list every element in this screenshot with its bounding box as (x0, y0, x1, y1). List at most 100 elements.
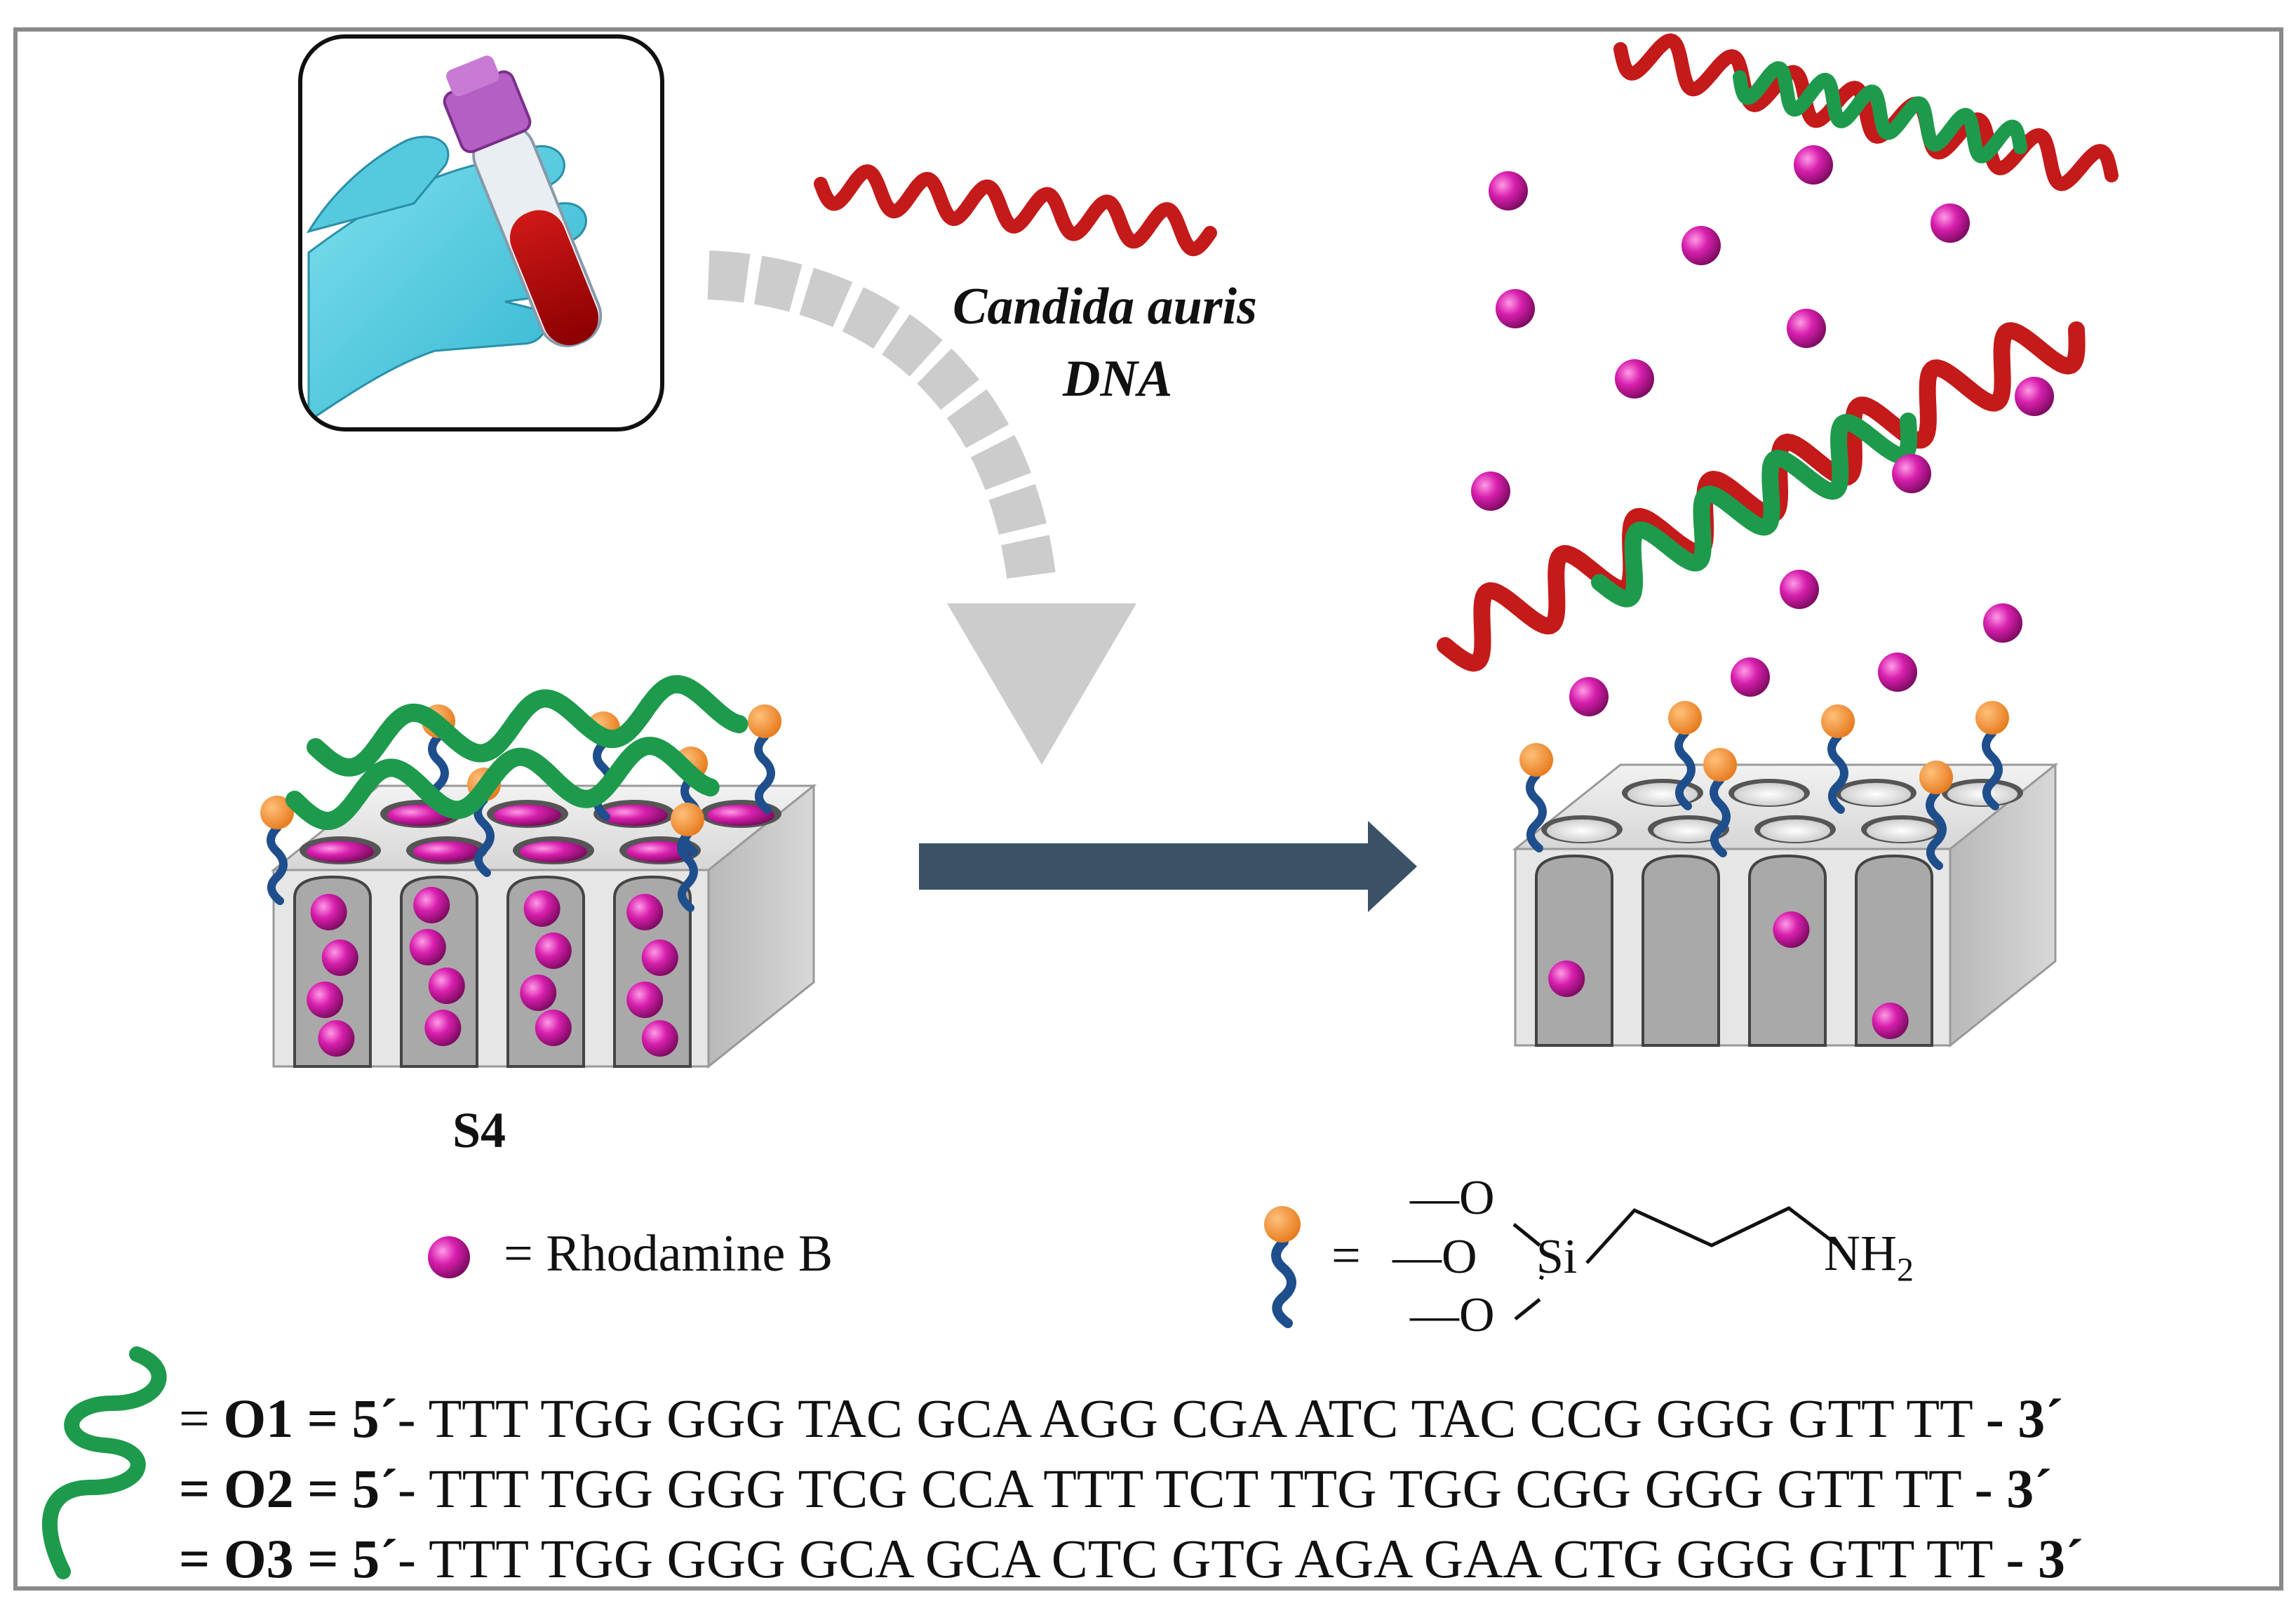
aptes-linker-chain (677, 831, 698, 912)
oligo-name: O2 (223, 1458, 294, 1519)
oligo-row: = O1 = 5´- TTT TGG GGG TAC GCA AGG CGA A… (179, 1384, 2276, 1454)
pore-opening-dye (520, 841, 587, 862)
aptes-linker-chain (474, 796, 495, 877)
rhodamine-dye (1878, 653, 1917, 692)
rhodamine-dye (1983, 603, 2022, 643)
rhodamine-dye (1471, 471, 1510, 511)
rhodamine-dye (1489, 171, 1528, 210)
rhodamine-dye (535, 932, 572, 969)
aptes-linker-chain (1674, 729, 1696, 810)
aptes-linker-head (1975, 701, 2009, 735)
target-dna-strand (1437, 321, 2086, 672)
green-oligonucleotide-icon (41, 1346, 167, 1579)
aptes-linker-chain (1526, 771, 1547, 852)
pore-channel (1748, 854, 1827, 1047)
aptes-linker-chain (1710, 776, 1731, 857)
hybrid-oligo-strand (1733, 61, 2027, 163)
oligo-sequence: - TTT TGG GGG TCG CCA TTT TCT TTG TGG CG… (398, 1458, 1975, 1519)
oligo-name: O1 (223, 1388, 294, 1449)
target-dna-strand (1613, 33, 2119, 192)
oligo-sequence: - TTT TGG GGG GCA GCA CTC GTG AGA GAA CT… (398, 1528, 2006, 1589)
rhodamine-dye (641, 939, 678, 976)
pore-opening-empty (1867, 819, 1937, 842)
pore-opening-empty (1547, 819, 1617, 842)
rhodamine-dye (641, 1020, 678, 1057)
oligo-3prime: - 3´ (2006, 1528, 2083, 1589)
rhodamine-dye (1780, 570, 1819, 609)
aminopropyl-linker-icon (1264, 1206, 1301, 1328)
pore-opening-dye (600, 805, 668, 826)
aptes-nh2: NH2 (1824, 1224, 1914, 1289)
rhodamine-dye (626, 982, 664, 1018)
target-name-line1: Candida auris (953, 278, 1257, 335)
aptes-equals: = (1331, 1227, 1361, 1285)
rhodamine-dye (626, 894, 664, 930)
oligo-name: O3 (223, 1528, 294, 1589)
rhodamine-dye (1931, 203, 1970, 243)
rhodamine-dye (1548, 961, 1585, 997)
aptes-linker-chain (1982, 729, 2003, 810)
aptes-linker-head (671, 803, 704, 836)
aptes-o-mid: —O (1392, 1230, 1477, 1284)
aptes-linker-head (1668, 701, 1702, 735)
hybrid-oligo-strand (1591, 413, 1918, 608)
pore-opening-empty (1841, 783, 1911, 805)
oligo-3prime: - 3´ (1974, 1458, 2053, 1519)
rhodamine-dye (1681, 226, 1721, 265)
rhodamine-dye (409, 929, 446, 965)
aptes-structure (1512, 1206, 1839, 1320)
aptes-o-top: —O (1410, 1171, 1495, 1225)
pore-opening-dye (494, 805, 561, 826)
pore-opening-empty (1734, 783, 1804, 805)
rhodamine-dye (1773, 911, 1810, 948)
main-arrow-icon (919, 821, 1417, 912)
aptes-o-bot: —O (1410, 1288, 1495, 1342)
gate-oligo-strand (307, 675, 748, 777)
mesoporous-block-released (1512, 701, 2059, 1048)
target-dna-strand (814, 164, 1217, 257)
rhodamine-dye (1615, 359, 1654, 399)
oligo-sequence: - TTT TGG GGG TAC GCA AGG CGA ATC TAC CC… (397, 1388, 1986, 1449)
pore-opening-empty (1653, 819, 1724, 842)
aptes-si: Si (1536, 1230, 1578, 1284)
figure-frame (13, 27, 2283, 1591)
pore-opening-dye (626, 841, 694, 862)
rhodamine-dye (1496, 289, 1535, 328)
rhodamine-dye (318, 1020, 355, 1057)
aptes-linker-chain (754, 732, 775, 814)
oligo-5prime: = 5´ (293, 1458, 398, 1519)
aptes-linker-head (1519, 743, 1553, 777)
oligo-prefix: = (179, 1458, 224, 1519)
target-name-line2: DNA (1063, 350, 1173, 408)
rhodamine-dye (1731, 657, 1770, 697)
curved-arrow-icon (707, 250, 1136, 765)
aptes-linker-chain (1827, 732, 1848, 814)
pore-channel (1642, 854, 1720, 1047)
aptes-linker-head (1919, 761, 1953, 794)
rhodamine-dye (1892, 454, 1931, 493)
aptes-nh2-base: NH (1824, 1225, 1897, 1281)
mesoporous-block-loaded (260, 675, 817, 1069)
material-label: S4 (452, 1102, 506, 1158)
gate-oligo-strand (286, 737, 720, 831)
rhodamine-dye (520, 975, 557, 1011)
aptes-linker-head (260, 796, 294, 829)
released-dyes (1471, 145, 2054, 716)
pore-channel (1535, 854, 1613, 1047)
rhodamine-dye (1569, 677, 1609, 716)
pore-opening-empty (1947, 783, 2018, 805)
rhodamine-dye (2015, 377, 2054, 416)
rhodamine-dye (1872, 1003, 1909, 1039)
rhodamine-legend-label: = Rhodamine B (504, 1225, 833, 1283)
oligo-sequence-list: = O1 = 5´ - TTT TGG GGG TAC GCA AGG CGA A… (179, 1384, 2276, 1594)
aptes-nh2-sub: 2 (1897, 1251, 1914, 1289)
rhodamine-dye (321, 939, 358, 976)
rhodamine-dye (413, 887, 450, 923)
aptes-linker-chain (1926, 789, 1947, 870)
pore-channel (1855, 854, 1933, 1047)
rhodamine-dye (523, 890, 560, 927)
oligo-row: = O2 = 5´- TTT TGG GGG TCG CCA TTT TCT T… (179, 1454, 2276, 1524)
oligo-row: = O3 = 5´- TTT TGG GGG GCA GCA CTC GTG A… (179, 1524, 2276, 1594)
